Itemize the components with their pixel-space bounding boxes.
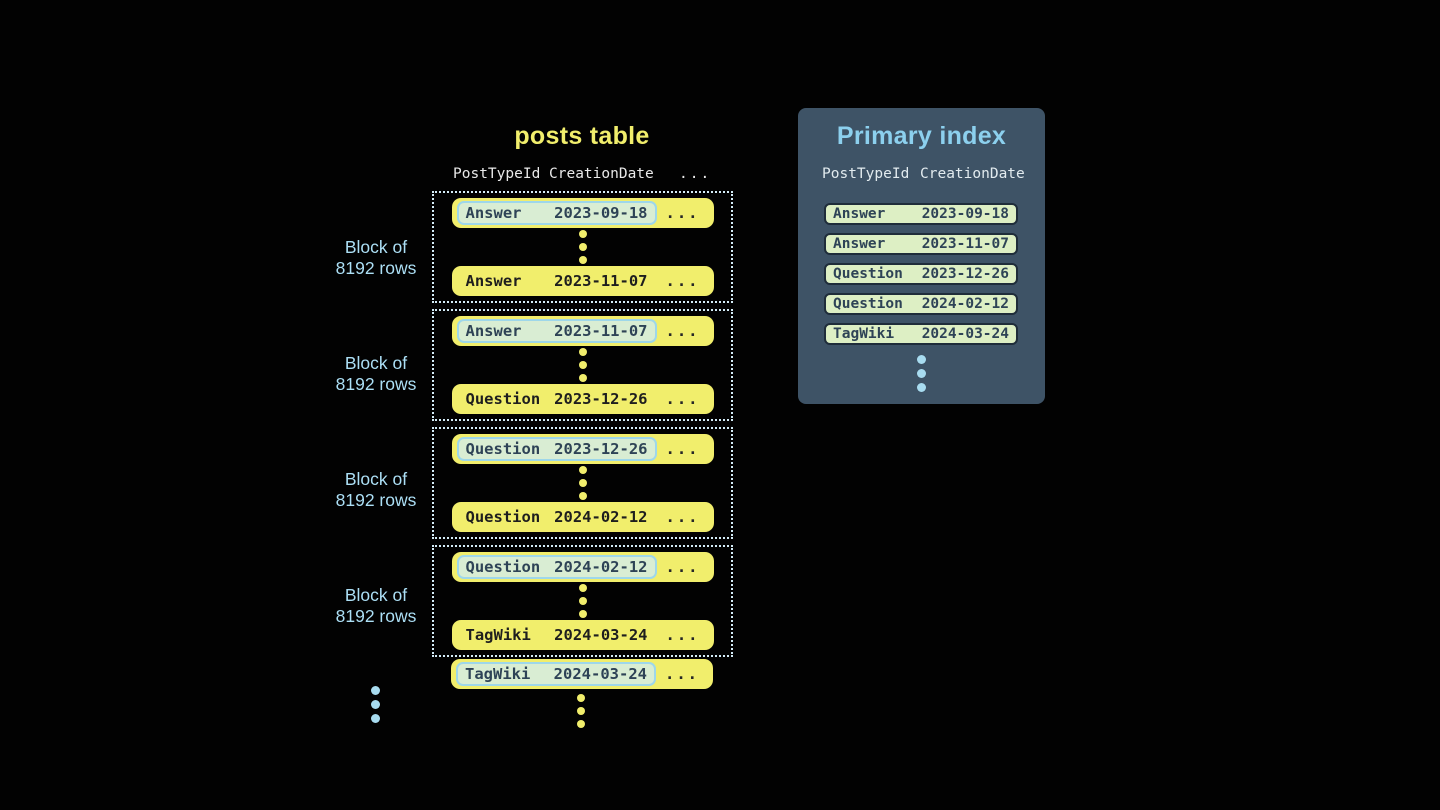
creation-date-value: 2023-11-07 <box>554 322 648 340</box>
post-type-value: Question <box>465 440 541 458</box>
column-header-posttypeid: PostTypeId <box>822 166 910 182</box>
primary-index-column-headers: PostTypeId CreationDate <box>798 166 1045 186</box>
row-block: Answer 2023-11-07 ... Question 2023-12-2… <box>432 309 733 421</box>
posts-table-title: posts table <box>514 122 650 150</box>
block-size-label: Block of 8192 rows <box>311 585 441 627</box>
row-key: Question 2023-12-26 <box>457 387 657 411</box>
row-ellipsis: ... <box>665 665 699 683</box>
vertical-ellipsis-dots <box>578 466 587 500</box>
table-row-first: Answer 2023-11-07 ... <box>451 316 714 346</box>
column-header-creationdate: CreationDate <box>920 166 1025 182</box>
creation-date-value: 2023-09-18 <box>554 204 648 222</box>
post-type-value: TagWiki <box>833 326 895 342</box>
vertical-ellipsis-dots <box>578 230 587 264</box>
post-type-value: Question <box>465 390 541 408</box>
creation-date-value: 2023-11-07 <box>554 272 648 290</box>
row-ellipsis: ... <box>665 626 700 644</box>
row-block: Answer 2023-09-18 ... Answer 2023-11-07 … <box>432 191 733 303</box>
block-size-label: Block of 8192 rows <box>311 469 441 511</box>
row-key-highlight: Answer 2023-11-07 <box>456 319 657 343</box>
row-ellipsis: ... <box>665 322 700 340</box>
index-row: Answer 2023-09-18 <box>824 203 1018 225</box>
row-ellipsis: ... <box>665 558 700 576</box>
row-ellipsis: ... <box>665 272 700 290</box>
creation-date-value: 2024-03-24 <box>554 626 648 644</box>
row-key: Question 2024-02-12 <box>457 505 657 529</box>
index-row: Question 2023-12-26 <box>824 263 1018 285</box>
row-ellipsis: ... <box>665 440 700 458</box>
block-label-line1: Block of <box>344 585 408 605</box>
creation-date-value: 2023-12-26 <box>554 390 648 408</box>
creation-date-value: 2024-02-12 <box>554 558 648 576</box>
creation-date-value: 2023-11-07 <box>921 236 1009 252</box>
creation-date-value: 2024-03-24 <box>553 665 647 683</box>
table-row-first: Question 2024-02-12 ... <box>451 552 714 582</box>
index-row: Answer 2023-11-07 <box>824 233 1018 255</box>
vertical-ellipsis-dots <box>578 584 587 618</box>
table-row-last: TagWiki 2024-03-24 ... <box>451 620 714 650</box>
row-block: Question 2024-02-12 ... TagWiki 2024-03-… <box>432 545 733 657</box>
block-label-line2: 8192 rows <box>335 374 417 394</box>
post-type-value: Answer <box>465 272 522 290</box>
column-header-ellipsis: ... <box>679 166 712 182</box>
post-type-value: Question <box>833 266 903 282</box>
row-key-highlight: Question 2024-02-12 <box>456 555 657 579</box>
more-blocks-dots <box>371 686 380 723</box>
index-row: Question 2024-02-12 <box>824 293 1018 315</box>
block-label-line2: 8192 rows <box>335 490 417 510</box>
more-index-entries-dots <box>917 355 926 392</box>
post-type-value: Answer <box>833 236 886 252</box>
row-block: Question 2023-12-26 ... Question 2024-02… <box>432 427 733 539</box>
creation-date-value: 2023-12-26 <box>554 440 648 458</box>
row-key-highlight: Answer 2023-09-18 <box>456 201 657 225</box>
table-row-first: Question 2023-12-26 ... <box>451 434 714 464</box>
column-header-creationdate: CreationDate <box>549 166 654 182</box>
post-type-value: Answer <box>833 206 886 222</box>
block-label-line1: Block of <box>344 469 408 489</box>
more-rows-dots <box>577 694 585 728</box>
creation-date-value: 2024-02-12 <box>921 296 1009 312</box>
table-row-last: Answer 2023-11-07 ... <box>451 266 714 296</box>
primary-index-panel: Primary index PostTypeId CreationDate An… <box>798 108 1045 404</box>
row-key-highlight: Question 2023-12-26 <box>456 437 657 461</box>
row-ellipsis: ... <box>665 508 700 526</box>
table-row-overflow: TagWiki 2024-03-24 ... <box>451 659 713 689</box>
creation-date-value: 2024-02-12 <box>554 508 648 526</box>
block-label-line2: 8192 rows <box>335 258 417 278</box>
block-size-label: Block of 8192 rows <box>311 353 441 395</box>
primary-index-title: Primary index <box>836 122 1007 150</box>
table-row-first: Answer 2023-09-18 ... <box>451 198 714 228</box>
block-label-line2: 8192 rows <box>335 606 417 626</box>
column-header-posttypeid: PostTypeId <box>453 166 541 182</box>
post-type-value: Question <box>465 508 541 526</box>
row-key: TagWiki 2024-03-24 <box>457 623 657 647</box>
block-size-label: Block of 8192 rows <box>311 237 441 279</box>
block-label-line1: Block of <box>344 353 408 373</box>
post-type-value: Answer <box>465 204 522 222</box>
post-type-value: Question <box>833 296 903 312</box>
row-key-highlight: TagWiki 2024-03-24 <box>456 662 656 686</box>
table-row-last: Question 2024-02-12 ... <box>451 502 714 532</box>
post-type-value: TagWiki <box>465 665 531 683</box>
posts-table-column-headers: PostTypeId CreationDate ... <box>432 166 732 186</box>
creation-date-value: 2024-03-24 <box>921 326 1009 342</box>
posts-table-blocks: Answer 2023-09-18 ... Answer 2023-11-07 … <box>432 191 733 657</box>
creation-date-value: 2023-12-26 <box>921 266 1009 282</box>
post-type-value: Answer <box>465 322 522 340</box>
creation-date-value: 2023-09-18 <box>921 206 1009 222</box>
block-label-line1: Block of <box>344 237 408 257</box>
vertical-ellipsis-dots <box>578 348 587 382</box>
table-row-last: Question 2023-12-26 ... <box>451 384 714 414</box>
post-type-value: TagWiki <box>465 626 531 644</box>
row-ellipsis: ... <box>665 204 700 222</box>
row-ellipsis: ... <box>665 390 700 408</box>
row-key: Answer 2023-11-07 <box>457 269 657 293</box>
primary-index-rows: Answer 2023-09-18 Answer 2023-11-07 Ques… <box>824 203 1018 345</box>
index-row: TagWiki 2024-03-24 <box>824 323 1018 345</box>
post-type-value: Question <box>465 558 541 576</box>
